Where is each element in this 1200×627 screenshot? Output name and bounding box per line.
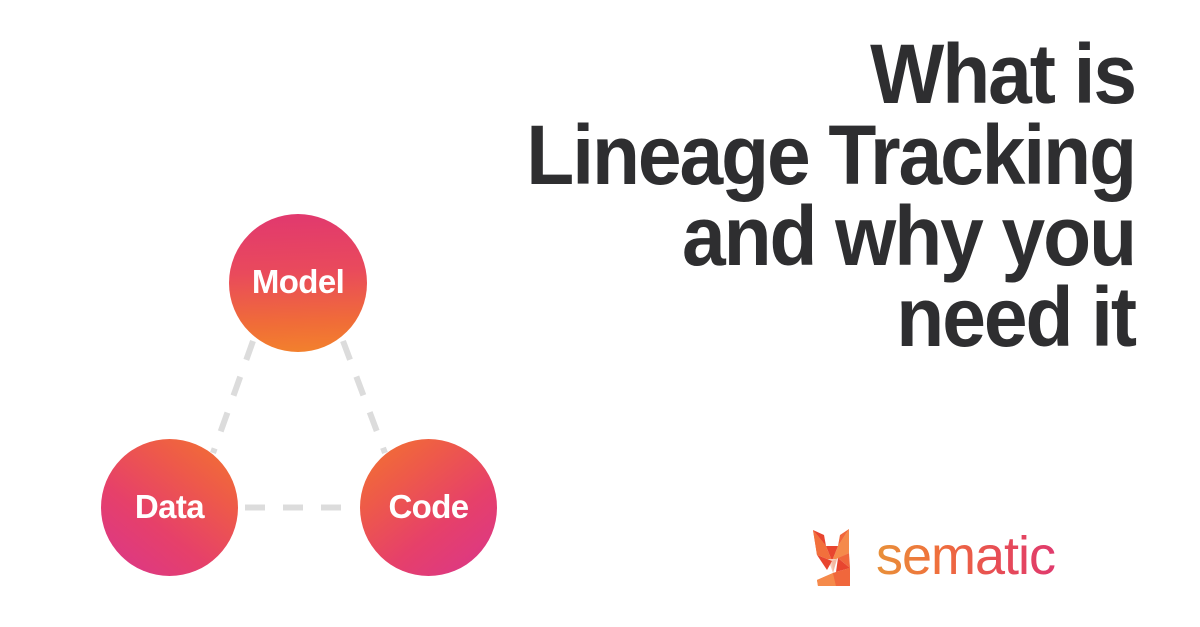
node-code-label: Code [388, 487, 469, 525]
node-data-label: Data [134, 487, 205, 525]
sematic-wordmark: sematic [876, 530, 1056, 586]
connector-lines [210, 339, 388, 511]
page-title: What is Lineage Tracking and why you nee… [526, 27, 1137, 365]
node-data[interactable]: Data [101, 439, 238, 576]
connector-model-data [210, 339, 256, 455]
lineage-triangle-diagram: Model Data Code [0, 0, 560, 627]
fox-icon [813, 529, 850, 586]
node-code[interactable]: Code [360, 439, 497, 576]
connector-model-code [340, 339, 388, 455]
sematic-wordmark-text: sematic [876, 530, 1055, 586]
sematic-logo[interactable]: sematic [812, 526, 1142, 590]
node-model[interactable]: Model [229, 214, 367, 352]
node-model-label: Model [251, 263, 345, 300]
